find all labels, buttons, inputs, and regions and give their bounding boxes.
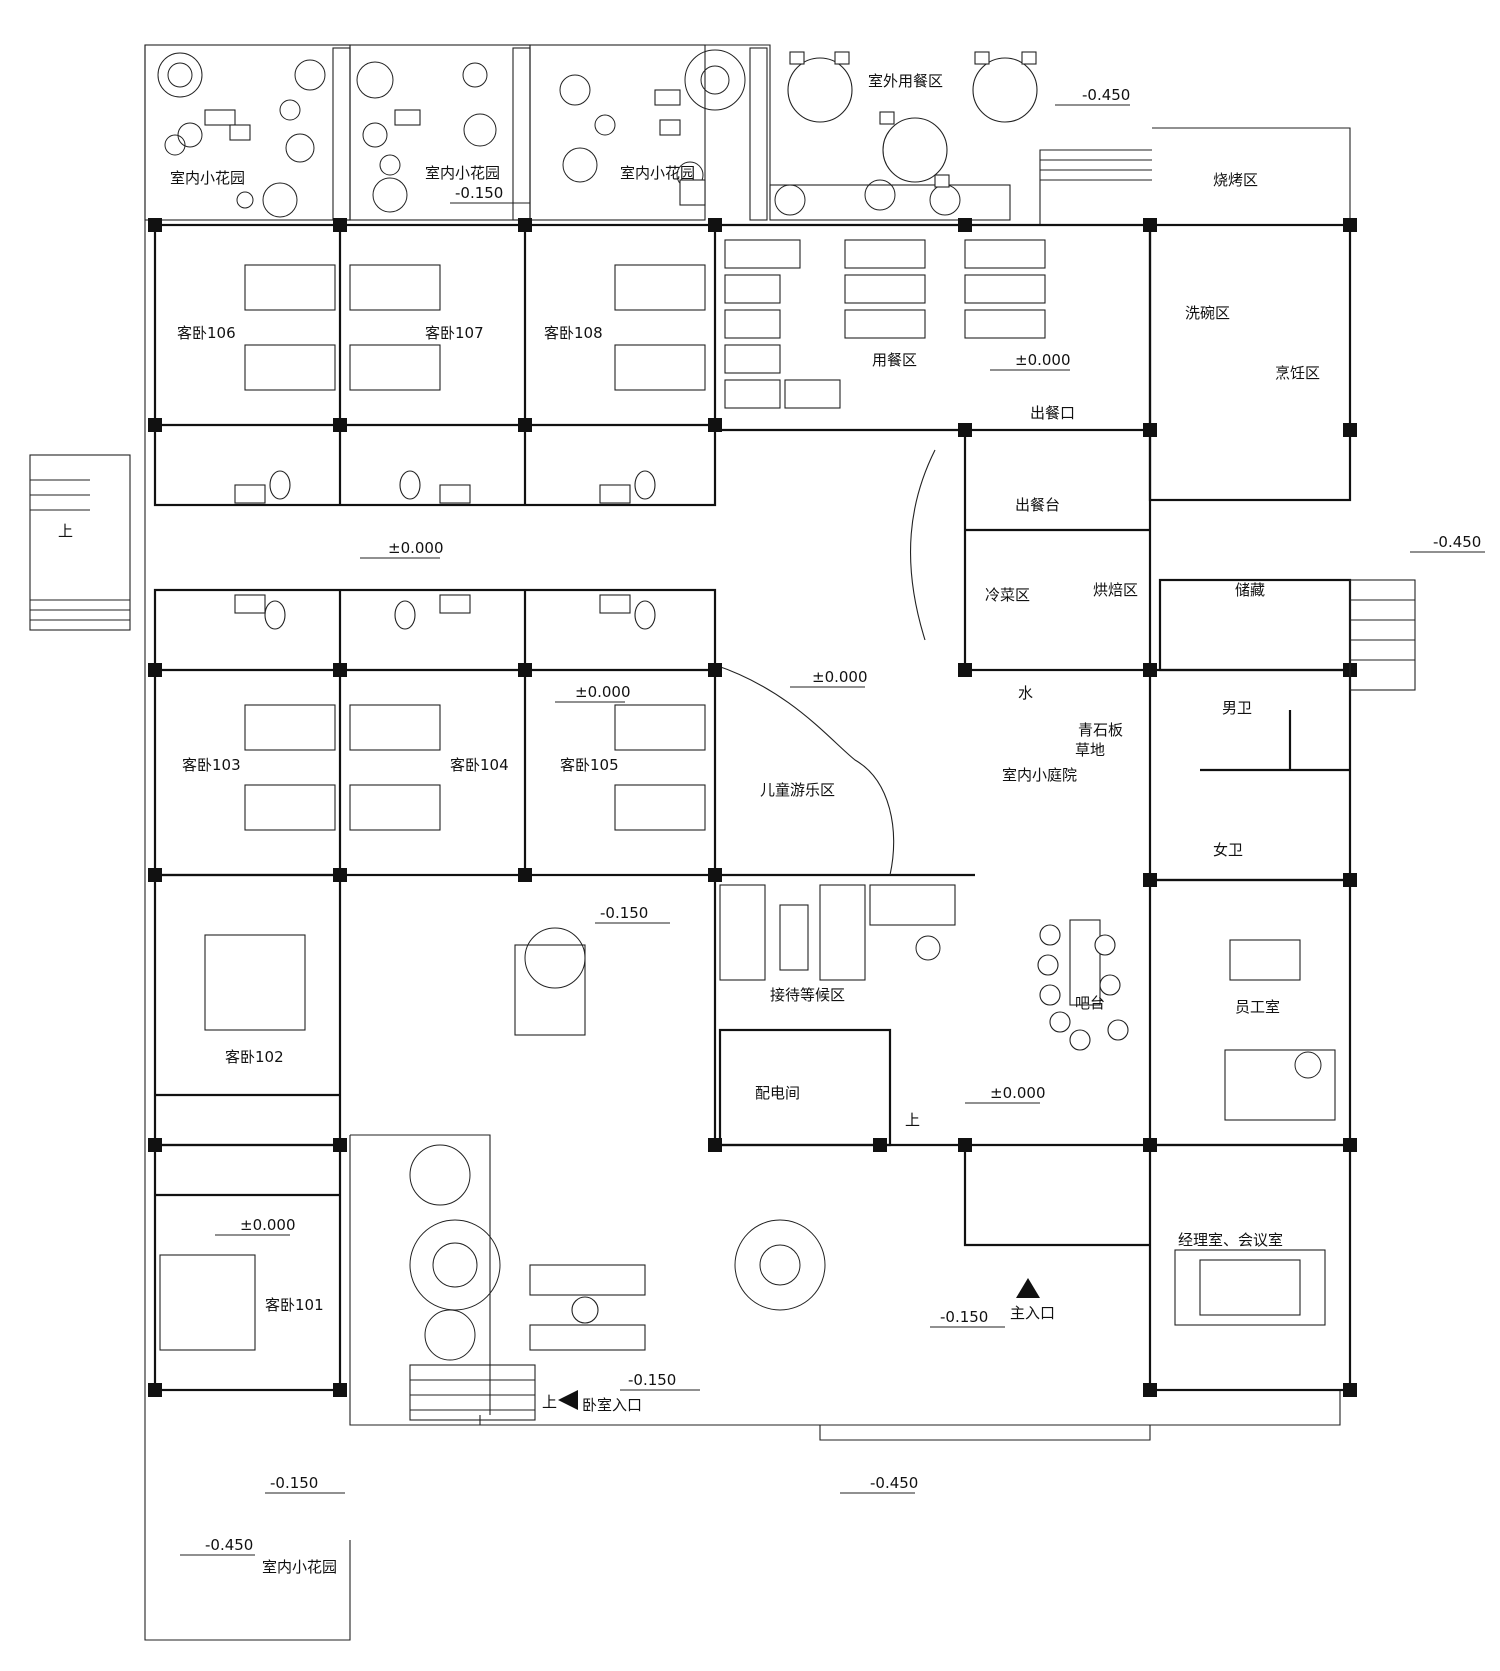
elevation-labels: -0.450 -0.150 ±0.000 ±0.000 -0.450 ±0.00… xyxy=(180,86,1485,1556)
label-up-power: 上 xyxy=(905,1111,920,1129)
label-room-104: 客卧104 xyxy=(450,756,509,774)
label-wash-area: 洗碗区 xyxy=(1185,304,1230,322)
label-room-108: 客卧108 xyxy=(544,324,603,342)
label-garden-top-1: 室内小花园 xyxy=(170,169,245,187)
elev-bottom: -0.450 xyxy=(870,1474,918,1492)
label-serving-window: 出餐口 xyxy=(1030,404,1075,422)
label-garden-top-2: 室内小花园 xyxy=(425,164,500,182)
elev-garden-bottom: -0.450 xyxy=(205,1536,253,1554)
label-storage: 储藏 xyxy=(1235,581,1265,599)
guest-room-furniture xyxy=(159,264,706,1351)
elev-kids: ±0.000 xyxy=(812,668,868,686)
label-dining: 用餐区 xyxy=(872,351,917,369)
label-courtyard: 室内小庭院 xyxy=(1002,766,1077,784)
elev-corridor: ±0.000 xyxy=(388,539,444,557)
label-water: 水 xyxy=(1018,684,1033,702)
label-mens-wc: 男卫 xyxy=(1222,699,1252,717)
room-labels: 室内小花园 室内小花园 室内小花园 室外用餐区 烧烤区 客卧106 客卧107 … xyxy=(58,72,1320,1576)
label-womens-wc: 女卫 xyxy=(1213,841,1243,859)
label-baking: 烘焙区 xyxy=(1093,581,1138,599)
label-up-bedroom: 上 xyxy=(542,1393,557,1411)
label-cold-dish: 冷菜区 xyxy=(985,586,1030,604)
label-room-101: 客卧101 xyxy=(265,1296,324,1314)
label-power-room: 配电间 xyxy=(755,1084,800,1102)
label-serving-counter: 出餐台 xyxy=(1015,496,1060,514)
lobby-furniture xyxy=(529,884,1336,1351)
label-garden-top-3: 室内小花园 xyxy=(620,164,695,182)
label-manager-room: 经理室、会议室 xyxy=(1178,1231,1283,1249)
label-room-106: 客卧106 xyxy=(177,324,236,342)
label-room-103: 客卧103 xyxy=(182,756,241,774)
label-bbq: 烧烤区 xyxy=(1213,171,1258,189)
label-kids-play: 儿童游乐区 xyxy=(760,781,835,799)
elev-bedroom-entry: -0.150 xyxy=(628,1371,676,1389)
outdoor-dining-furniture xyxy=(787,51,1038,188)
label-staff-room: 员工室 xyxy=(1235,998,1280,1016)
elev-room105: ±0.000 xyxy=(575,683,631,701)
elev-outdoor: -0.450 xyxy=(1082,86,1130,104)
elev-garden-top: -0.150 xyxy=(455,184,503,202)
label-room-107: 客卧107 xyxy=(425,324,484,342)
label-slate: 青石板 xyxy=(1078,721,1123,739)
elev-entrance: -0.150 xyxy=(940,1308,988,1326)
dining-furniture xyxy=(724,239,1046,409)
elev-right: -0.450 xyxy=(1433,533,1481,551)
label-room-102: 客卧102 xyxy=(225,1048,284,1066)
bedroom-entrance-marker xyxy=(558,1390,578,1410)
building-walls xyxy=(153,223,1352,1392)
label-bar: 吧台 xyxy=(1075,994,1105,1012)
elev-yard: -0.150 xyxy=(600,904,648,922)
label-room-105: 客卧105 xyxy=(560,756,619,774)
label-cooking-area: 烹饪区 xyxy=(1275,364,1320,382)
elev-room101: ±0.000 xyxy=(240,1216,296,1234)
elev-lobby: ±0.000 xyxy=(990,1084,1046,1102)
label-reception: 接待等候区 xyxy=(770,986,845,1004)
label-garden-bottom: 室内小花园 xyxy=(262,1558,337,1576)
label-outdoor-dining: 室外用餐区 xyxy=(868,72,943,90)
stairs xyxy=(29,454,1416,1421)
elev-bottom-left: -0.150 xyxy=(270,1474,318,1492)
structural-columns xyxy=(148,218,1357,1397)
main-entrance-marker xyxy=(1016,1278,1040,1298)
label-lawn: 草地 xyxy=(1075,741,1105,759)
garden-trees xyxy=(409,927,586,1361)
label-main-entrance: 主入口 xyxy=(1010,1304,1055,1322)
elev-dining: ±0.000 xyxy=(1015,351,1071,369)
label-bedroom-entrance: 卧室入口 xyxy=(582,1396,642,1414)
label-up-left: 上 xyxy=(58,522,73,540)
